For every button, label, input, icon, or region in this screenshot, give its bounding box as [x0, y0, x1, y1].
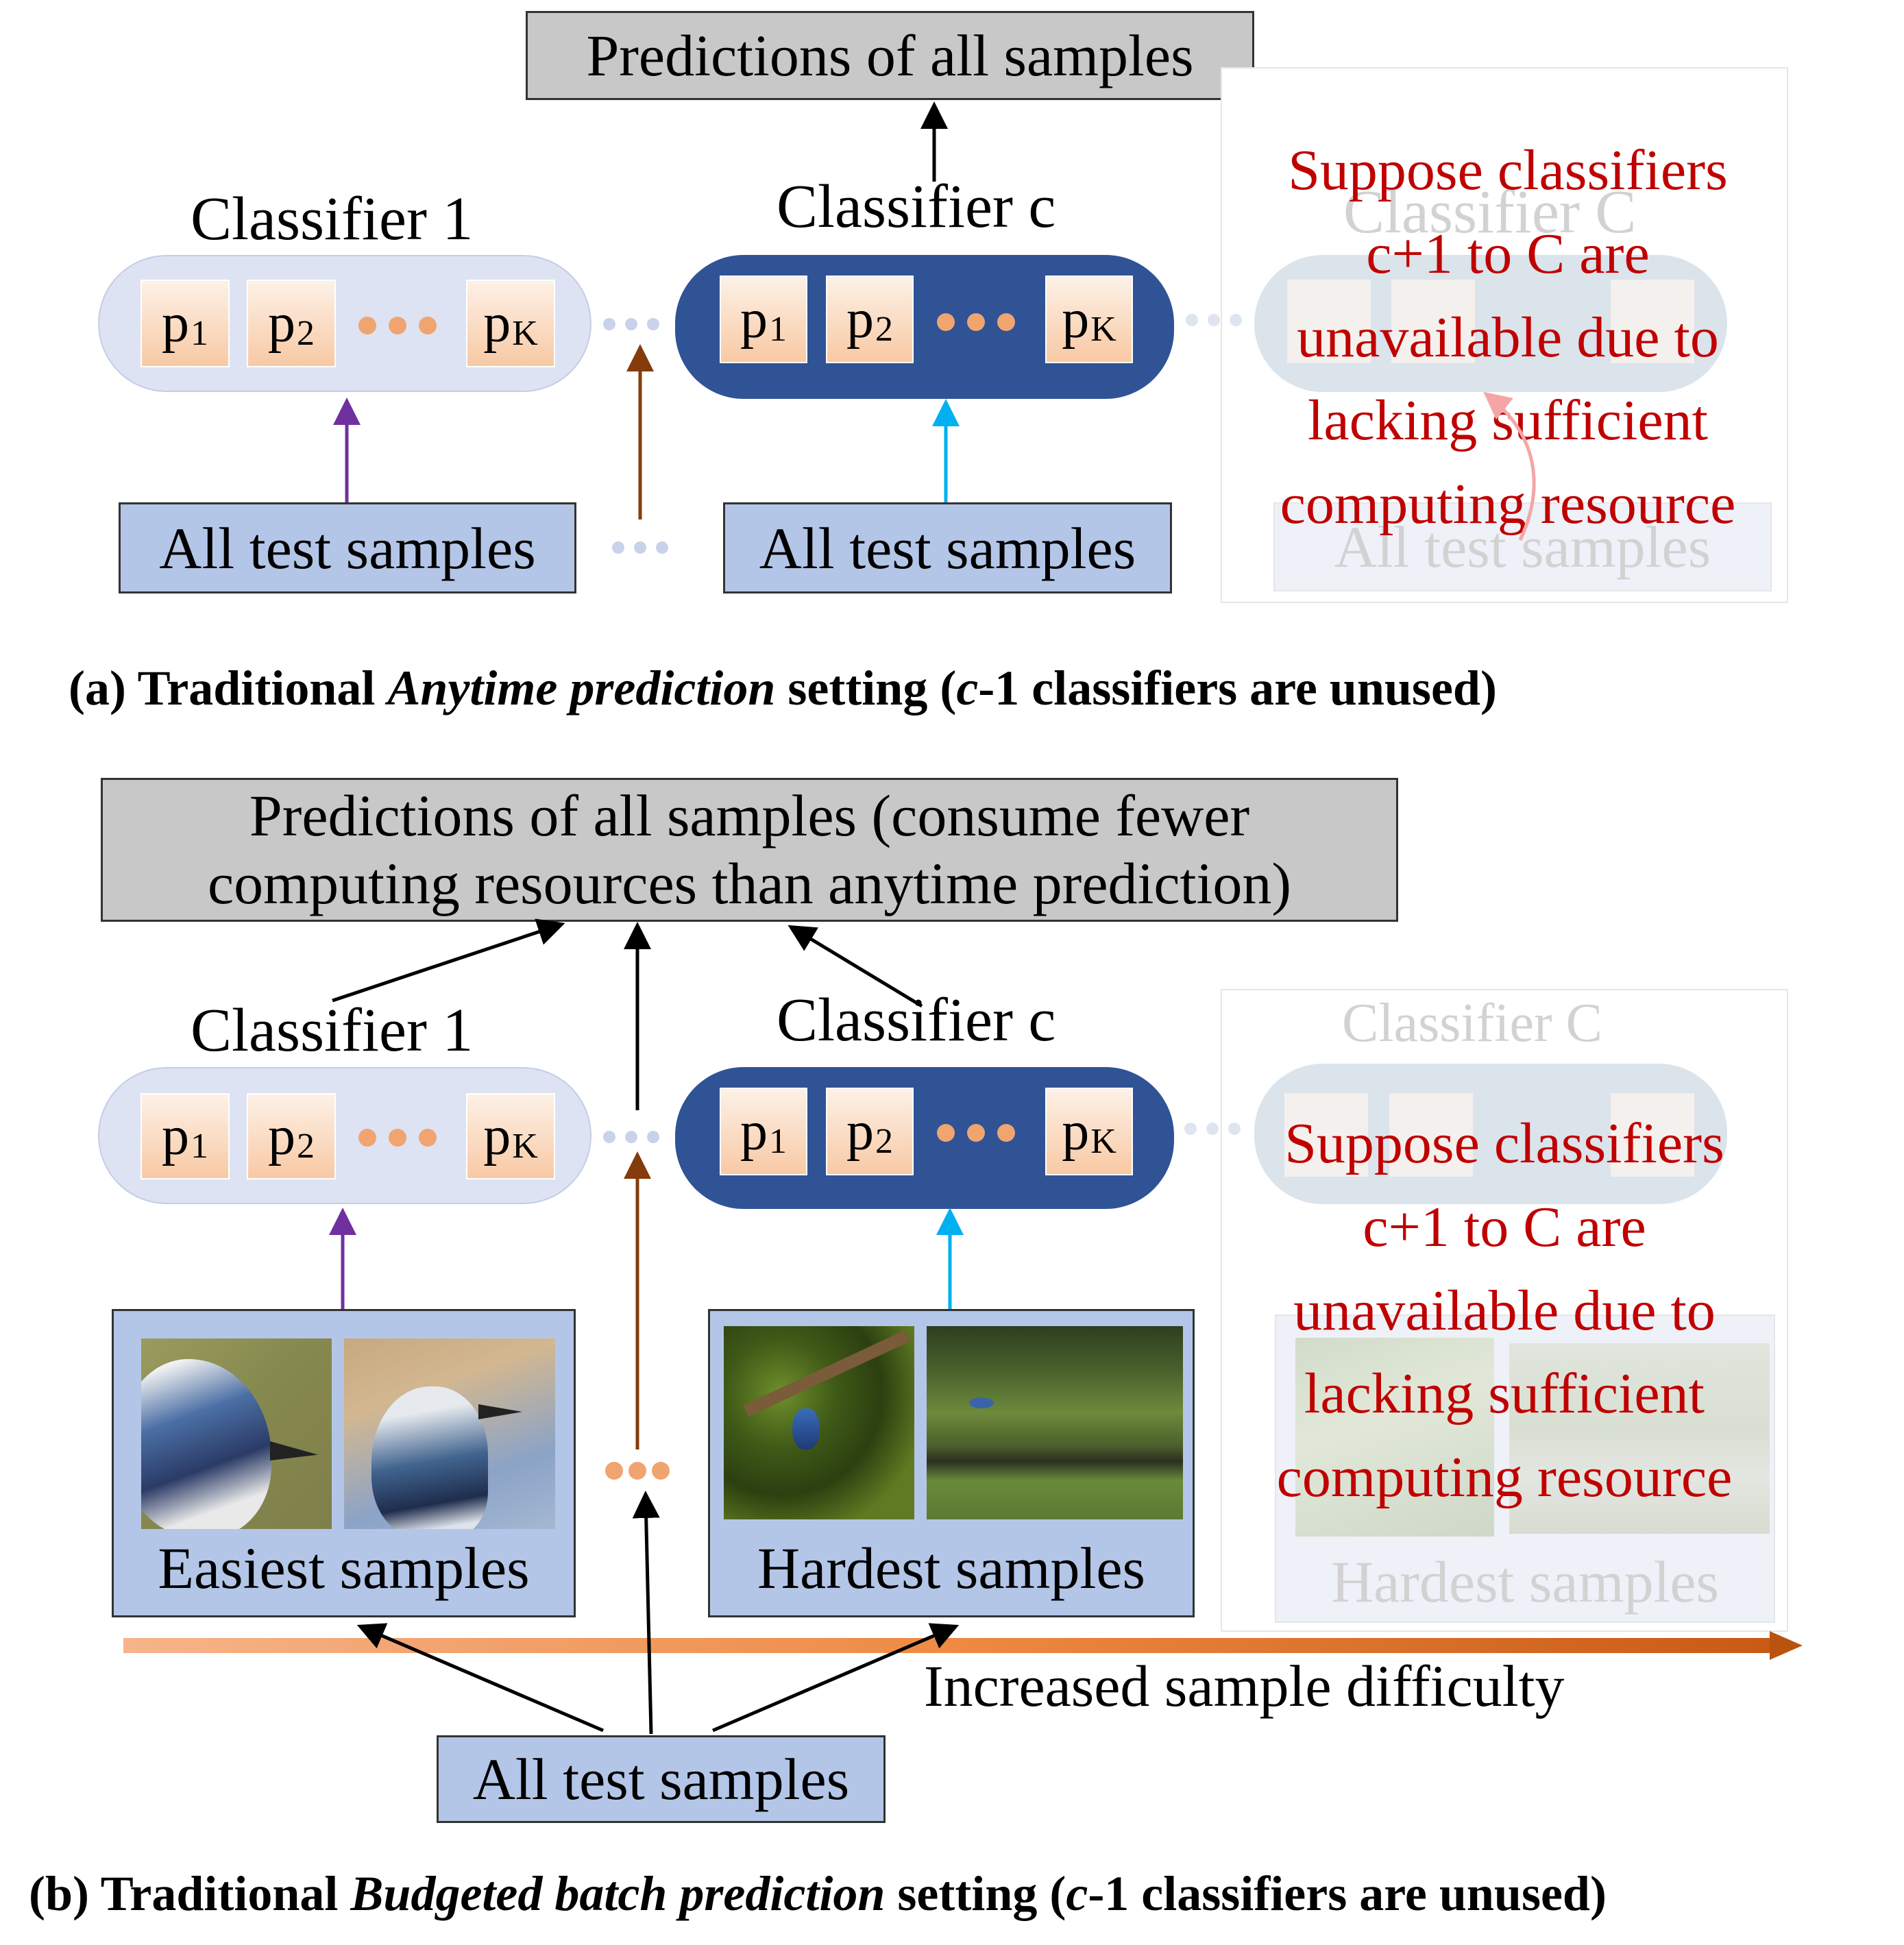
b-arrow-input-mid [632, 1491, 660, 1735]
b-input-label: All test samples [472, 1746, 850, 1812]
bird-photo-easy-1 [141, 1338, 332, 1529]
b-classifier-C-title: Classifier C [1342, 993, 1602, 1053]
a-input-dot [634, 541, 646, 554]
a-classifier-1-title: Classifier 1 [191, 185, 474, 253]
b-input-box: All test samples [437, 1735, 886, 1823]
a-faded-sq-3 [1611, 280, 1694, 363]
b-faded-hardest-label: Hardest samples [1330, 1549, 1719, 1615]
b-faded-sq-1 [1284, 1093, 1368, 1177]
a-between-dot [647, 318, 659, 330]
a-classifier-C-title: Classifier C [1343, 178, 1637, 246]
b-arrow-input-easy [356, 1623, 604, 1733]
a-resource-note: Suppose classifiers c+1 to C are unavail… [1280, 138, 1736, 537]
a-c1-dot [389, 317, 406, 334]
b-hardest-label: Hardest samples [757, 1535, 1145, 1601]
a-input-box-c: All test samples [723, 502, 1172, 594]
bird-shape [969, 1397, 994, 1408]
a-input-label-c: All test samples [759, 515, 1136, 581]
b-caption: (b) Traditional Budgeted batch predictio… [29, 1866, 1607, 1921]
b-hardest-box: Hardest samples [708, 1309, 1195, 1617]
a-input-box-1: All test samples [119, 502, 576, 594]
a-input-label-1: All test samples [159, 515, 536, 581]
b-arrow-cc-output [788, 925, 923, 1008]
b-middle-dot [628, 1462, 646, 1480]
bird-photo-easy-2 [344, 1338, 555, 1529]
b-output-box: Predictions of all samples (consume fewe… [101, 778, 1398, 922]
b-between-dot [625, 1131, 637, 1143]
bird-photo-hard-1 [724, 1326, 914, 1519]
b-c1-dot [358, 1129, 376, 1147]
a-input-dot [656, 541, 668, 554]
a-arrow-faded [1483, 391, 1536, 541]
b-cc-dot [937, 1124, 955, 1142]
b-middle-dot [605, 1462, 623, 1480]
b-c1-dot [419, 1129, 437, 1147]
b-faded-dots [1228, 1123, 1241, 1135]
a-output-label: Predictions of all samples [586, 22, 1194, 88]
b-classifier-1-title: Classifier 1 [191, 996, 474, 1064]
a-faded-input-box: All test samples [1273, 502, 1772, 591]
a-c1-dot [419, 317, 437, 334]
a-cc-dot [967, 313, 985, 331]
a-input-dot [612, 541, 624, 554]
bird-photo-hard-2 [927, 1326, 1183, 1519]
b-output-line-1: Predictions of all samples (consume fewe… [249, 783, 1250, 849]
b-faded-bird-photo-2 [1509, 1343, 1770, 1534]
b-between-dot [603, 1131, 615, 1143]
a-faded-dots [1208, 314, 1220, 326]
a-faded-dots [1230, 314, 1242, 326]
b-middle-dot [652, 1462, 670, 1480]
b-between-dot [647, 1131, 659, 1143]
a-c1-dot [358, 317, 376, 334]
b-arrow-c1-output [332, 918, 565, 1003]
b-c1-dot [389, 1129, 406, 1147]
a-cc-dot [937, 313, 955, 331]
bird-shape [371, 1386, 488, 1529]
bird-shape [792, 1408, 820, 1449]
difficulty-label: Increased sample difficulty [924, 1653, 1565, 1719]
a-faded-dots [1186, 314, 1198, 326]
b-faded-dots [1184, 1123, 1197, 1135]
b-arrow-input-hard [712, 1623, 960, 1733]
b-resource-note: Suppose classifiers c+1 to C are unavail… [1276, 1112, 1733, 1510]
a-faded-input-label: All test samples [1334, 514, 1711, 580]
b-faded-hardest-box: Hardest samples [1275, 1314, 1775, 1623]
a-between-dot [603, 318, 615, 330]
a-caption: (a) Traditional Anytime prediction setti… [69, 661, 1497, 715]
a-between-dot [625, 318, 637, 330]
a-output-box: Predictions of all samples [526, 11, 1254, 100]
b-classifier-c-title: Classifier c [777, 986, 1056, 1054]
b-faded-sq-2 [1389, 1093, 1473, 1177]
a-classifier-c-title: Classifier c [777, 173, 1056, 241]
b-faded-bird-photo-1 [1295, 1338, 1494, 1537]
b-faded-sq-3 [1611, 1093, 1694, 1177]
a-faded-sq-1 [1287, 280, 1371, 363]
b-easiest-label: Easiest samples [158, 1535, 530, 1601]
b-easiest-box: Easiest samples [112, 1309, 576, 1617]
a-faded-sq-2 [1391, 280, 1475, 363]
b-cc-dot [997, 1124, 1015, 1142]
b-faded-dots [1206, 1123, 1219, 1135]
a-cc-dot [997, 313, 1015, 331]
b-output-line-2: computing resources than anytime predict… [208, 851, 1291, 916]
b-cc-dot [967, 1124, 985, 1142]
